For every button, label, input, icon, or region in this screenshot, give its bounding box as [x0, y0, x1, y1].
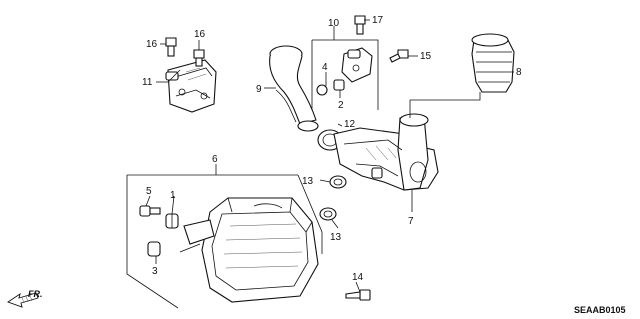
callout-8: 8	[516, 67, 522, 78]
callout-16-left: 16	[146, 39, 158, 50]
callout-6: 6	[212, 154, 218, 165]
leader-lines	[145, 19, 514, 293]
part-collar-3	[147, 241, 161, 257]
callout-9: 9	[256, 84, 262, 95]
part-bolt-14	[345, 289, 371, 301]
part-bolt-5	[139, 205, 161, 217]
part-oring-13-upper	[329, 175, 347, 189]
callout-1: 1	[170, 190, 176, 201]
part-bolt-17	[354, 15, 366, 35]
callout-2: 2	[338, 100, 344, 111]
part-bracket-10	[341, 47, 373, 83]
callout-3: 3	[152, 266, 158, 277]
direction-arrow-icon	[7, 292, 39, 308]
callout-11: 11	[142, 77, 153, 88]
callout-13-upper: 13	[302, 176, 314, 187]
part-nut-2	[333, 79, 345, 91]
direction-label: FR.	[28, 289, 43, 299]
part-air-cleaner-6	[183, 197, 319, 303]
group-box-6	[126, 174, 323, 309]
part-bracket-11	[165, 59, 217, 113]
diagram-code: SEAAB0105	[574, 305, 626, 315]
part-grommet-4	[316, 84, 328, 96]
part-oring-13-lower	[319, 207, 337, 221]
part-bolt-16-left	[165, 37, 177, 57]
callout-17: 17	[372, 15, 384, 26]
part-bolt-16-right	[193, 49, 205, 67]
callout-4: 4	[322, 62, 328, 73]
part-bolt-15	[389, 49, 409, 63]
callout-15: 15	[420, 51, 432, 62]
callout-13-lower: 13	[330, 232, 342, 243]
callout-5: 5	[146, 186, 152, 197]
part-boot-8	[471, 33, 515, 93]
callout-16-right: 16	[194, 29, 206, 40]
part-collar-1	[165, 213, 179, 229]
part-duct-7	[333, 113, 439, 191]
callout-12: 12	[344, 119, 356, 130]
callout-7: 7	[408, 216, 414, 227]
part-tube-9	[269, 45, 319, 132]
callout-10: 10	[328, 18, 340, 29]
callout-14: 14	[352, 272, 364, 283]
